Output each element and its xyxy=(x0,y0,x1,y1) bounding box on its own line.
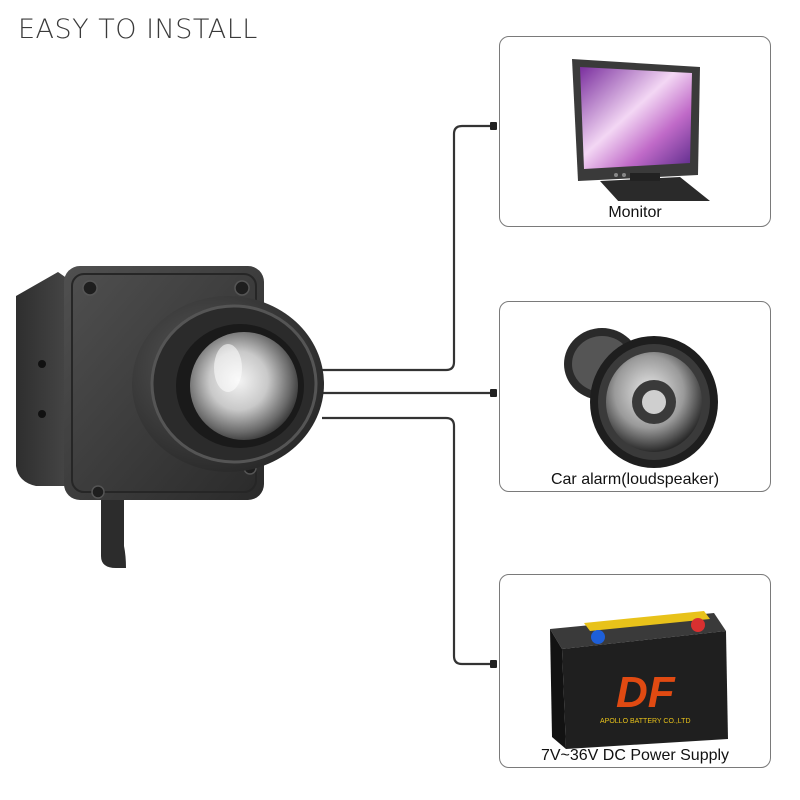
wire-to-battery xyxy=(322,416,492,666)
camera-cable xyxy=(101,496,126,568)
thermal-camera xyxy=(16,266,324,568)
lens-glass xyxy=(190,332,298,440)
monitor-icon xyxy=(572,59,710,201)
speaker-icon xyxy=(564,328,718,468)
battery-brand-caption: APOLLO BATTERY CO.,LTD xyxy=(600,718,691,725)
monitor-label: Monitor xyxy=(608,204,662,221)
wire-end-speaker xyxy=(490,389,497,397)
screw-bottom-left xyxy=(91,485,105,499)
battery-icon: DF APOLLO BATTERY CO.,LTD xyxy=(550,611,728,749)
wire-end-battery xyxy=(490,660,497,668)
speaker-label: Car alarm(loudspeaker) xyxy=(550,471,720,488)
battery-brand-mark: DF xyxy=(616,668,676,717)
screw-top-right xyxy=(234,280,250,296)
screw-top-left xyxy=(82,280,98,296)
speaker-card: Car alarm(loudspeaker) xyxy=(499,301,771,492)
camera-side xyxy=(16,272,78,486)
wire-to-monitor xyxy=(322,124,492,372)
monitor-card: Monitor xyxy=(499,36,771,227)
battery-card: DF APOLLO BATTERY CO.,LTD 7V~36V DC Powe… xyxy=(499,574,771,768)
page-title: EASY TO INSTALL xyxy=(18,14,258,45)
battery-label: 7V~36V DC Power Supply xyxy=(540,747,730,764)
wire-end-monitor xyxy=(490,122,497,130)
